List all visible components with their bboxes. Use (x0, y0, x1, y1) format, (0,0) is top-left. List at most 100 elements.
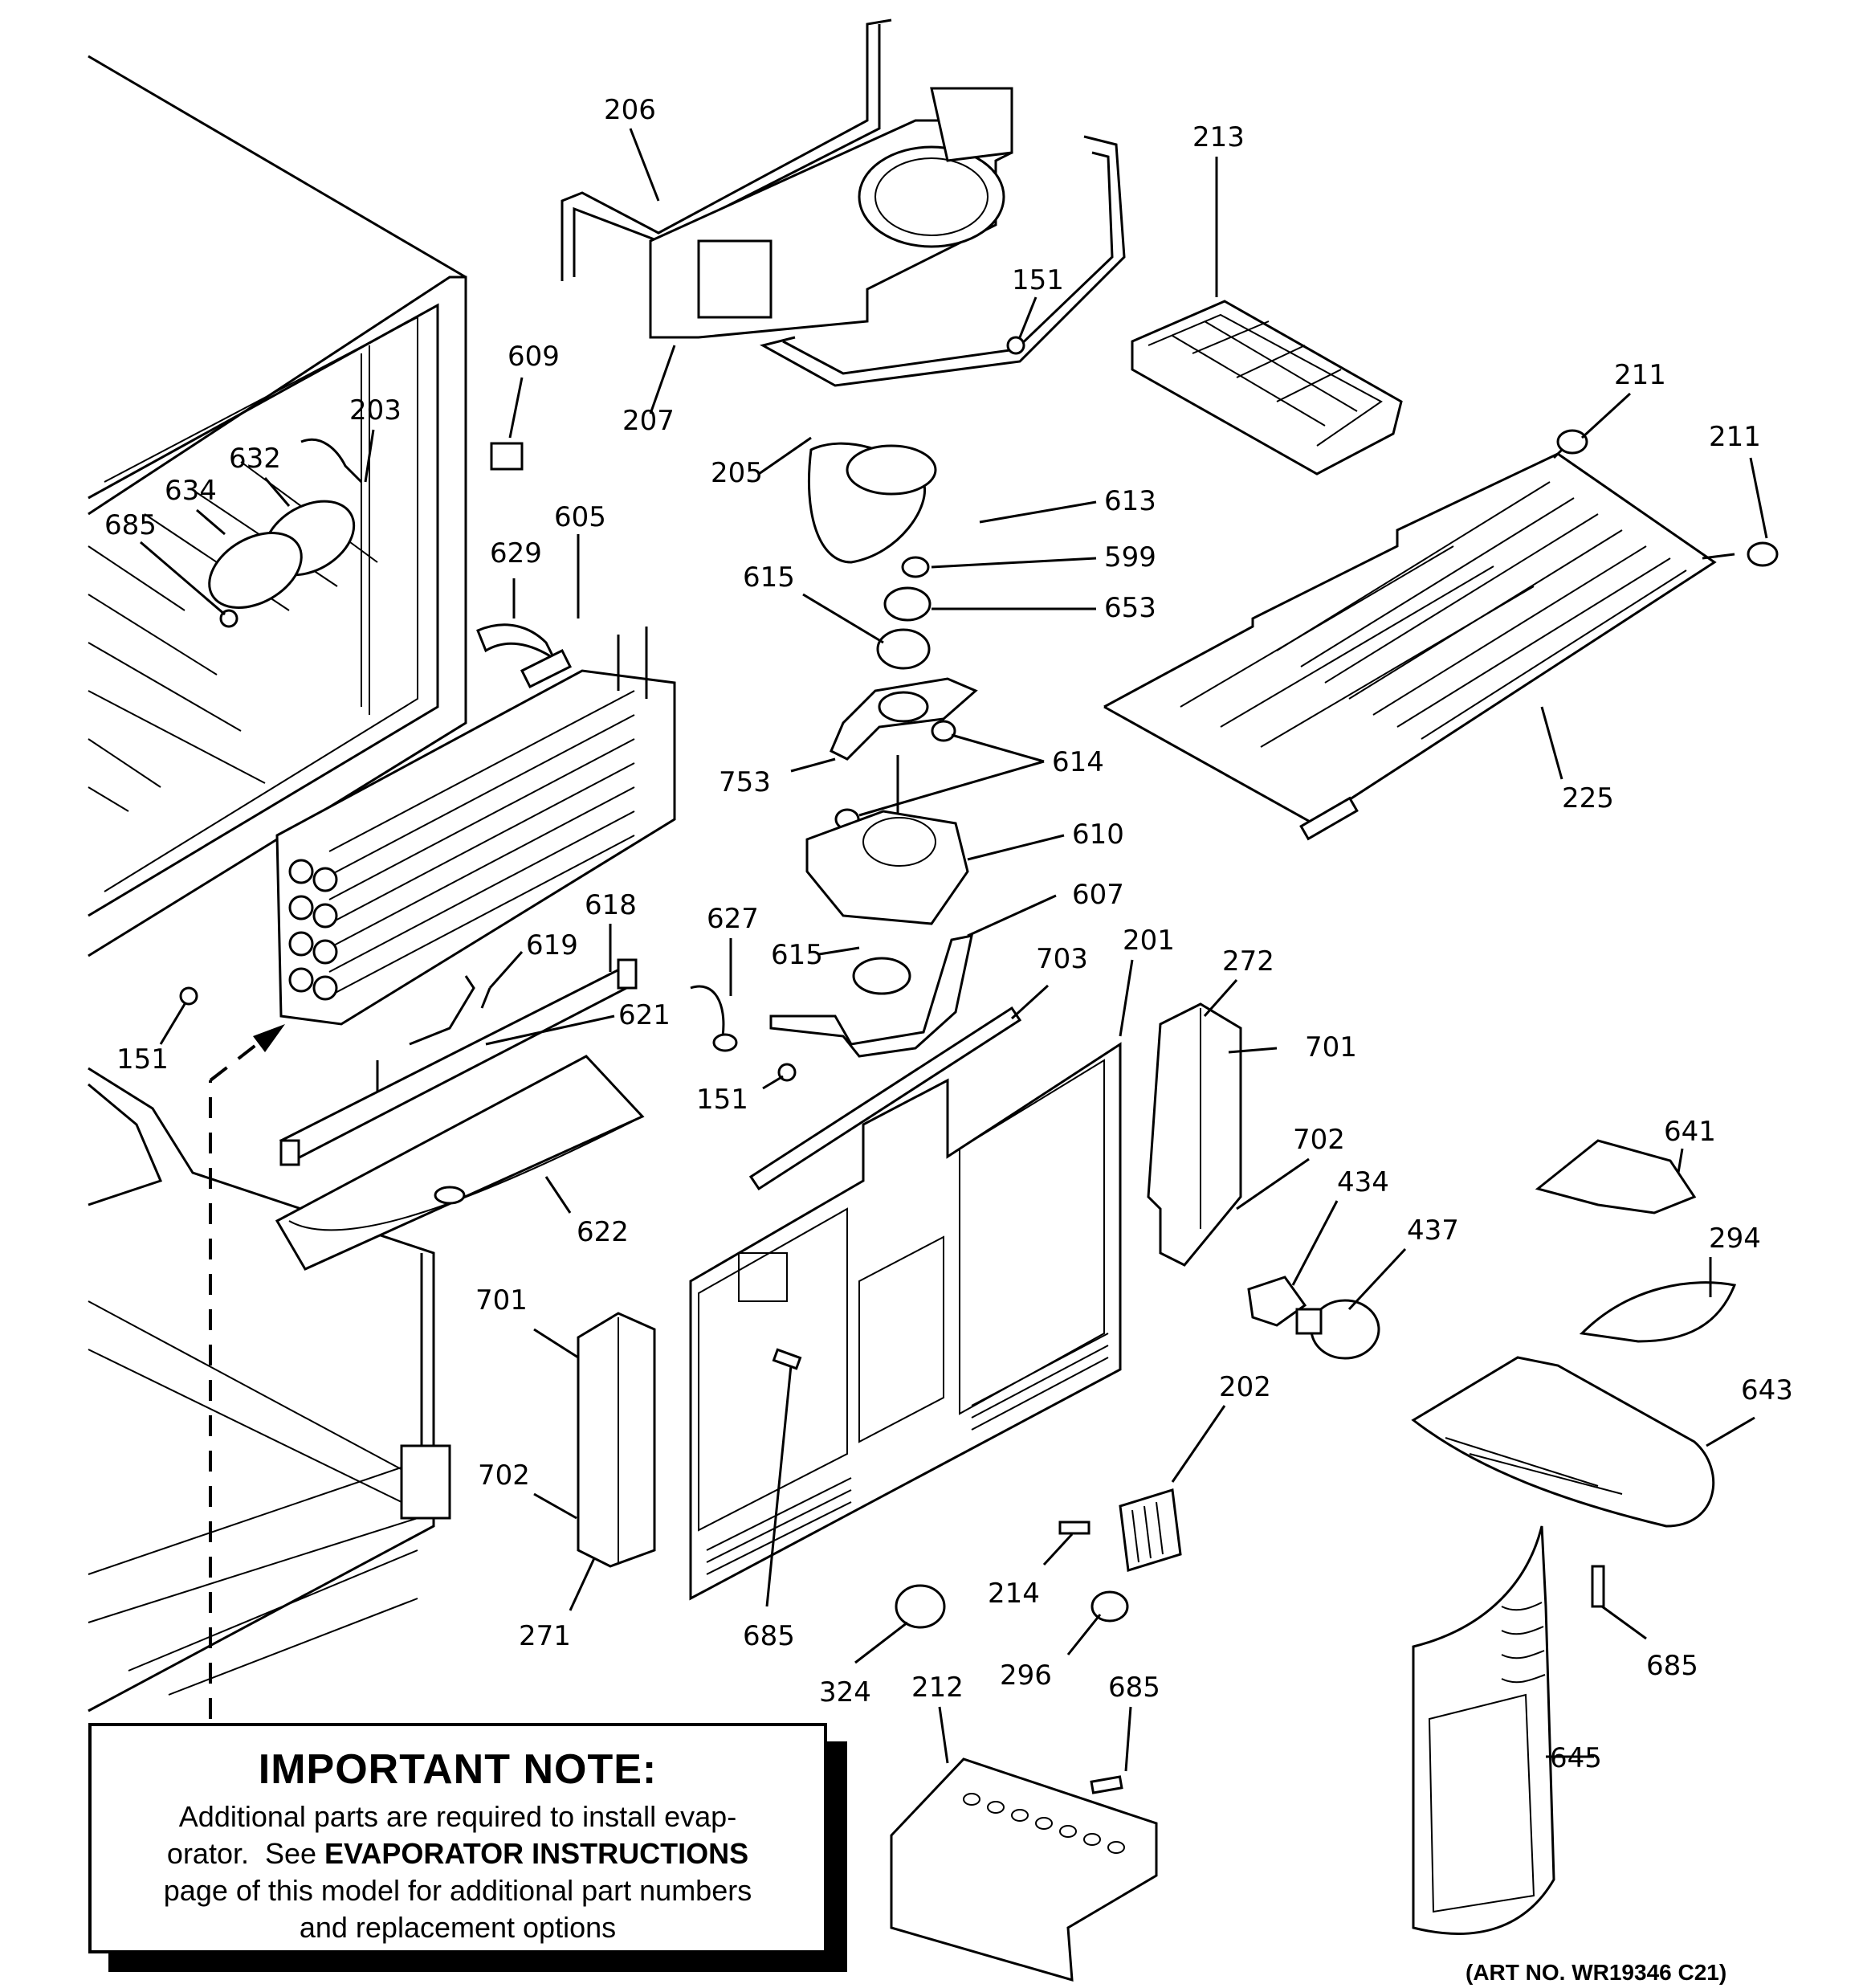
part-294-light-shield (1579, 1281, 1737, 1343)
label-211: 211 (1614, 359, 1666, 391)
label-296: 296 (1000, 1659, 1052, 1692)
note-line-3: page of this model for additional part n… (163, 1874, 752, 1907)
part-607-motor-bracket (769, 934, 973, 1058)
label-271: 271 (519, 1620, 571, 1652)
label-609: 609 (508, 341, 560, 373)
part-151-screw-a (1006, 336, 1025, 355)
label-614: 614 (1052, 746, 1104, 778)
part-619-heater-clip (409, 975, 475, 1046)
part-629-tube-insulation (476, 623, 557, 663)
label-685: 685 (1108, 1672, 1160, 1704)
label-615: 615 (771, 939, 823, 971)
part-213-ice-tray (1131, 300, 1403, 476)
label-610: 610 (1072, 818, 1124, 851)
label-753: 753 (719, 766, 771, 798)
part-203-tube (300, 438, 363, 484)
leader-lines (140, 128, 1768, 1772)
label-702: 702 (1293, 1124, 1345, 1156)
label-437: 437 (1407, 1214, 1459, 1247)
install-guide-arrow (209, 1024, 285, 1719)
label-685: 685 (743, 1620, 795, 1652)
part-271-air-duct (577, 1312, 656, 1568)
part-211-shelf-stop-right (1747, 541, 1779, 567)
note-line-2-text: orator. See (166, 1837, 325, 1870)
label-202: 202 (1219, 1371, 1271, 1403)
label-434: 434 (1337, 1166, 1389, 1198)
part-645-light-cover (1412, 1525, 1555, 1935)
label-613: 613 (1104, 485, 1156, 517)
part-643-light-housing (1411, 1356, 1714, 1528)
part-272-air-duct (1147, 1002, 1242, 1267)
art-number: (ART NO. WR19346 C21) (1466, 1960, 1727, 1985)
label-205: 205 (711, 457, 763, 489)
label-621: 621 (618, 999, 671, 1031)
part-434-light-socket (1247, 1276, 1307, 1327)
part-621-heater-clip (376, 987, 491, 1092)
part-225-wire-shelf (1103, 444, 1735, 841)
part-634-light-cover (208, 532, 303, 609)
note-line-2: orator. See EVAPORATOR INSTRUCTIONS (92, 1835, 824, 1872)
label-207: 207 (622, 405, 675, 437)
part-214-screw (1058, 1521, 1090, 1535)
part-618-defrost-heater (279, 958, 638, 1166)
part-610-fan-motor (805, 755, 969, 925)
part-437-light-bulb (1295, 1299, 1380, 1360)
part-641-shade (1535, 1139, 1697, 1214)
label-211: 211 (1709, 421, 1761, 453)
label-645: 645 (1550, 1742, 1602, 1774)
label-641: 641 (1664, 1116, 1716, 1148)
part-613-fan-blade (808, 442, 937, 564)
part-622-drain-trough (275, 1055, 645, 1271)
label-615: 615 (743, 561, 795, 594)
label-629: 629 (490, 537, 542, 569)
part-615-grommet-upper (876, 628, 931, 670)
evaporator-coil (275, 627, 676, 1026)
label-203: 203 (349, 394, 402, 427)
important-note-box: IMPORTANT NOTE: Additional parts are req… (88, 1723, 827, 1953)
label-605: 605 (554, 501, 606, 533)
label-703: 703 (1036, 943, 1088, 975)
note-title: IMPORTANT NOTE: (258, 1746, 658, 1793)
part-296-spacer (1090, 1590, 1129, 1623)
part-211-shelf-stop-left (1556, 429, 1588, 455)
label-634: 634 (165, 475, 217, 507)
part-627-thermostat (690, 985, 738, 1052)
part-207-housing (649, 87, 1013, 339)
label-685: 685 (104, 509, 157, 541)
note-line-1: Additional parts are required to install… (178, 1800, 737, 1833)
label-622: 622 (577, 1216, 629, 1248)
part-205-wire-bracket (759, 135, 1126, 387)
part-labels: 206 213 151 609 203 211 211 632 634 685 … (104, 94, 1793, 1774)
part-753-bracket (830, 677, 978, 761)
label-151: 151 (696, 1084, 748, 1116)
label-214: 214 (988, 1578, 1040, 1610)
label-632: 632 (229, 443, 281, 475)
note-line-4: and replacement options (299, 1911, 617, 1944)
part-151-screw-b (179, 986, 198, 1006)
part-202-vent-grille (1119, 1488, 1182, 1572)
label-225: 225 (1562, 782, 1614, 814)
part-324-knob (895, 1584, 946, 1629)
part-703-gasket-strip (748, 1006, 1022, 1191)
label-201: 201 (1123, 925, 1175, 957)
label-685: 685 (1646, 1650, 1698, 1682)
part-212-vent-cover (890, 1757, 1158, 1982)
label-627: 627 (707, 903, 759, 935)
part-685-screw-b (772, 1348, 802, 1370)
label-619: 619 (526, 929, 578, 961)
label-702: 702 (478, 1459, 530, 1492)
label-213: 213 (1192, 121, 1245, 153)
note-body: Additional parts are required to install… (92, 1798, 824, 1946)
part-599-nut (901, 556, 930, 578)
label-272: 272 (1222, 945, 1274, 978)
label-151: 151 (116, 1043, 169, 1076)
part-653-grommet (883, 586, 932, 622)
label-607: 607 (1072, 879, 1124, 911)
label-324: 324 (819, 1676, 871, 1708)
label-653: 653 (1104, 592, 1156, 624)
label-643: 643 (1741, 1374, 1793, 1406)
part-685-screw-c (1090, 1775, 1123, 1794)
label-294: 294 (1709, 1223, 1761, 1255)
label-701: 701 (475, 1284, 528, 1316)
